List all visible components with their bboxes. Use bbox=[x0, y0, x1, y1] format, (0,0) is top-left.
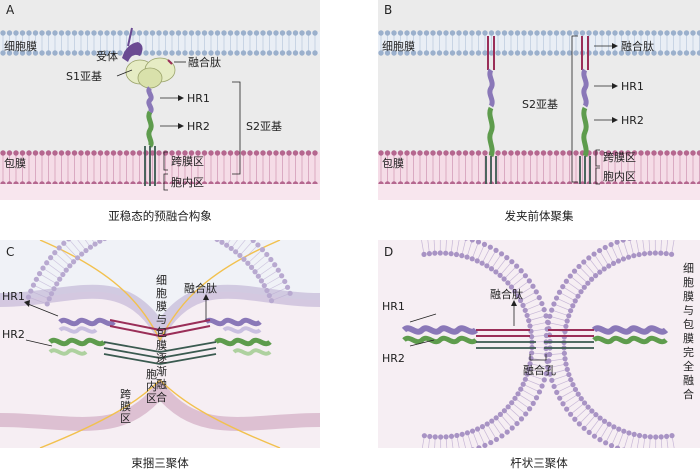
curved-lipid-bilayer bbox=[25, 240, 293, 307]
panel-d-pore-label: 融合孔 bbox=[523, 363, 556, 377]
ic-label: 胞内区 bbox=[171, 175, 204, 189]
panel-d: D HR1 HR2 融合肽 融合孔 细胞膜与包膜完全融合 杆状三聚体 bbox=[378, 240, 700, 470]
panel-a-letter: A bbox=[6, 3, 15, 17]
panel-b-hr2-label: HR2 bbox=[621, 114, 644, 127]
panel-d-caption: 杆状三聚体 bbox=[510, 456, 568, 470]
s2-label: S2亚基 bbox=[246, 120, 282, 133]
fusion-peptide-label: 融合肽 bbox=[188, 55, 221, 69]
panel-d-hr1-label: HR1 bbox=[382, 300, 405, 313]
panel-b-hr1-label: HR1 bbox=[621, 80, 644, 93]
panel-b-s2-bracket bbox=[571, 35, 578, 183]
panel-b: B 细胞膜 包膜 S2亚基 融合肽 HR1 bbox=[378, 0, 700, 223]
panel-c-caption: 束捆三聚体 bbox=[131, 456, 189, 470]
panel-c-tm-label: 跨膜区 bbox=[120, 388, 131, 425]
tm-label: 跨膜区 bbox=[171, 155, 204, 168]
lipid-bilayer bbox=[378, 30, 700, 56]
panel-b-tm-label: 跨膜区 bbox=[603, 151, 636, 164]
panel-d-fusion-peptide-label: 融合肽 bbox=[490, 287, 523, 301]
panel-a-caption: 亚稳态的预融合构象 bbox=[108, 209, 212, 223]
panel-b-letter: B bbox=[384, 3, 392, 17]
panel-b-s2-label: S2亚基 bbox=[522, 98, 558, 111]
panel-b-hairpin-right bbox=[579, 36, 591, 184]
panel-d-letter: D bbox=[384, 245, 393, 259]
panel-c-bundle-left bbox=[48, 317, 161, 365]
panel-d-rod-left bbox=[401, 325, 536, 349]
panel-a-spike bbox=[122, 27, 176, 186]
panel-c-bundle-right bbox=[159, 317, 272, 365]
panel-b-cell-membrane-label: 细胞膜 bbox=[382, 40, 415, 53]
lipid-bilayer bbox=[0, 30, 318, 56]
panel-a-envelope-label: 包膜 bbox=[4, 157, 26, 170]
panel-c-letter: C bbox=[6, 245, 14, 259]
panel-c-hr1-label: HR1 bbox=[2, 290, 25, 303]
panel-c-ic-label: 胞内区 bbox=[146, 368, 157, 405]
panel-d-rod-right bbox=[544, 325, 669, 349]
panel-a-cell-membrane bbox=[0, 32, 320, 54]
receptor-label: 受体 bbox=[96, 49, 118, 63]
panel-d-full-fusion-text: 细胞膜与包膜完全融合 bbox=[683, 262, 694, 401]
hr2-label: HR2 bbox=[187, 120, 210, 133]
panel-b-envelope-label: 包膜 bbox=[382, 157, 404, 170]
panel-c-fusion-peptide-label: 融合肽 bbox=[184, 281, 217, 295]
panel-a: A 细胞膜 包膜 受体 S1亚基 融合肽 HR1 HR2 S2亚基 bbox=[0, 0, 320, 223]
panel-b-fusion-peptide-label: 融合肽 bbox=[621, 39, 654, 53]
panel-d-background bbox=[378, 240, 700, 448]
s2-bracket bbox=[232, 81, 241, 175]
panel-b-hairpin-left bbox=[485, 36, 497, 184]
panel-d-hr2-label: HR2 bbox=[382, 352, 405, 365]
panel-a-cell-membrane-label: 细胞膜 bbox=[4, 40, 37, 53]
panel-b-caption: 发夹前体聚集 bbox=[505, 209, 574, 223]
curved-lipid-bilayer bbox=[543, 240, 675, 448]
hr1-label: HR1 bbox=[187, 92, 210, 105]
panel-b-ic-label: 胞内区 bbox=[603, 169, 636, 183]
s1-label: S1亚基 bbox=[66, 70, 102, 83]
panel-c-hr2-label: HR2 bbox=[2, 328, 25, 341]
panel-c-merge-text: 细胞膜与包膜逐渐融合 bbox=[156, 274, 167, 404]
receptor-icon bbox=[122, 42, 143, 62]
panel-c: C HR1 HR2 bbox=[0, 240, 320, 470]
